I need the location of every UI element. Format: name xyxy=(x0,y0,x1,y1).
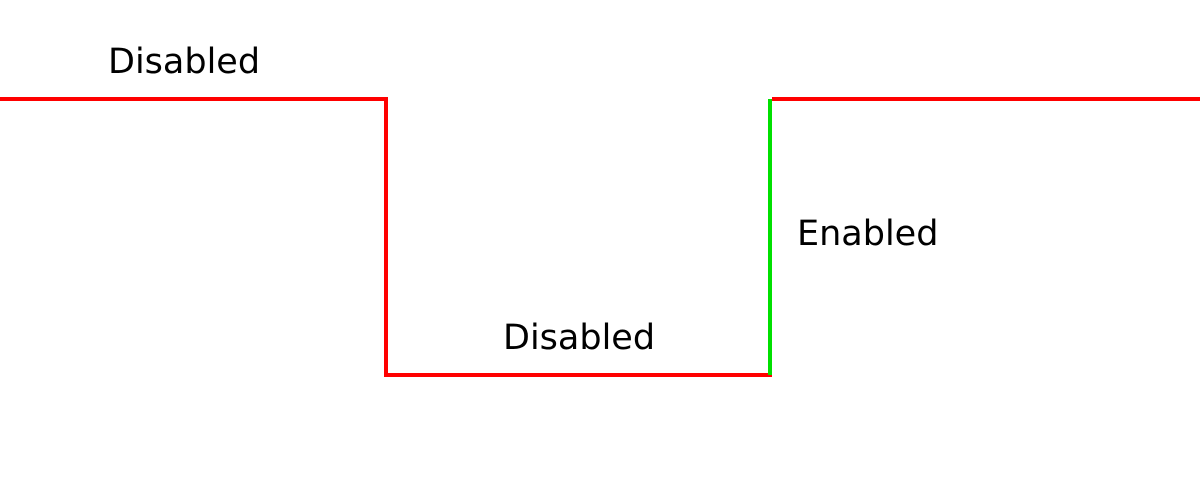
label-disabled-top: Disabled xyxy=(108,42,260,82)
label-disabled-bottom: Disabled xyxy=(503,318,655,358)
label-enabled: Enabled xyxy=(797,214,938,254)
